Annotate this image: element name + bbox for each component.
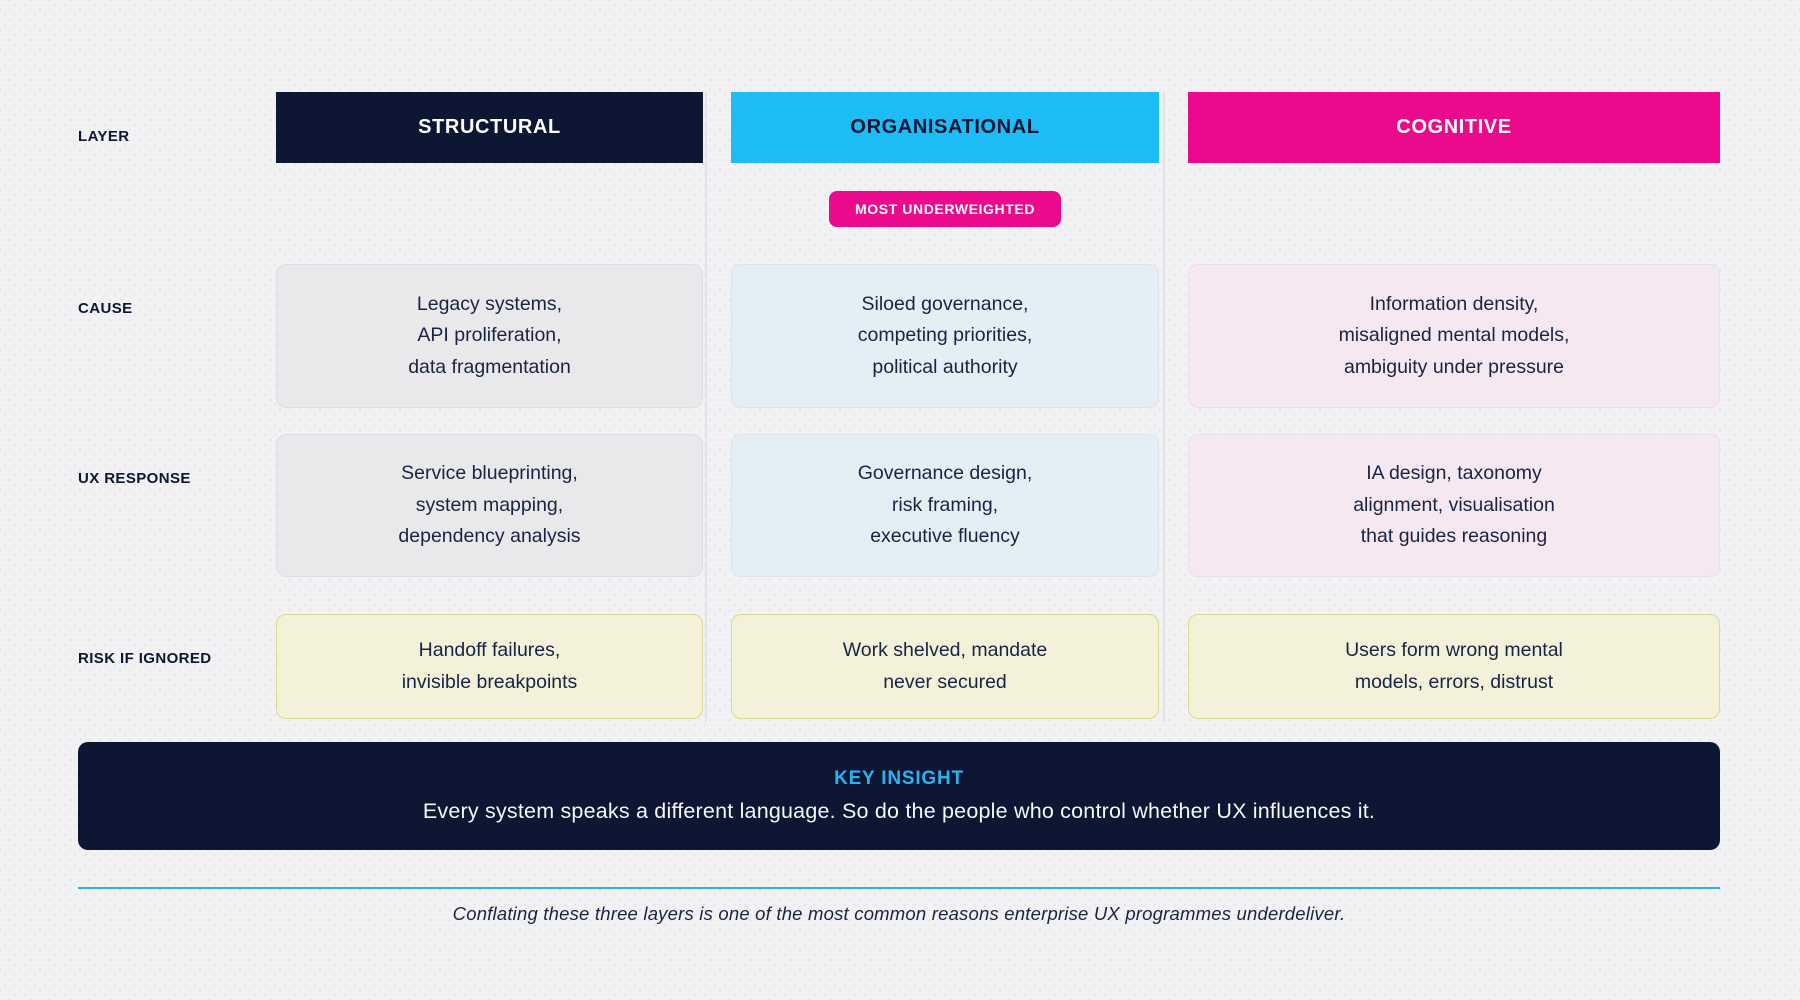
- cell-cause-cognitive: Information density, misaligned mental m…: [1188, 264, 1720, 408]
- key-insight-title: KEY INSIGHT: [834, 768, 964, 789]
- footer-divider-line: [78, 887, 1720, 889]
- column-divider: [705, 92, 707, 722]
- cell-cause-organisational: Siloed governance, competing priorities,…: [731, 264, 1159, 408]
- cell-ux-organisational: Governance design, risk framing, executi…: [731, 434, 1159, 577]
- column-divider: [1163, 92, 1165, 722]
- comparison-matrix: LAYER STRUCTURAL ORGANISATIONAL COGNITIV…: [78, 92, 1720, 722]
- column-header-structural: STRUCTURAL: [276, 92, 703, 163]
- key-insight-banner: KEY INSIGHT Every system speaks a differ…: [78, 742, 1720, 850]
- row-label-risk: RISK IF IGNORED: [78, 650, 212, 667]
- cell-cause-structural: Legacy systems, API proliferation, data …: [276, 264, 703, 408]
- key-insight-body: Every system speaks a different language…: [422, 799, 1376, 823]
- row-label-cause: CAUSE: [78, 300, 133, 317]
- column-header-organisational: ORGANISATIONAL: [731, 92, 1159, 163]
- cell-risk-organisational: Work shelved, mandate never secured: [731, 614, 1159, 719]
- footer-note: Conflating these three layers is one of …: [452, 903, 1346, 924]
- row-label-layer: LAYER: [78, 128, 130, 145]
- most-underweighted-badge: MOST UNDERWEIGHTED: [828, 191, 1062, 227]
- cell-ux-cognitive: IA design, taxonomy alignment, visualisa…: [1188, 434, 1720, 577]
- cell-risk-cognitive: Users form wrong mental models, errors, …: [1188, 614, 1720, 719]
- cell-risk-structural: Handoff failures, invisible breakpoints: [276, 614, 703, 719]
- cell-ux-structural: Service blueprinting, system mapping, de…: [276, 434, 703, 577]
- column-header-cognitive: COGNITIVE: [1188, 92, 1720, 163]
- row-label-ux-response: UX RESPONSE: [78, 470, 191, 487]
